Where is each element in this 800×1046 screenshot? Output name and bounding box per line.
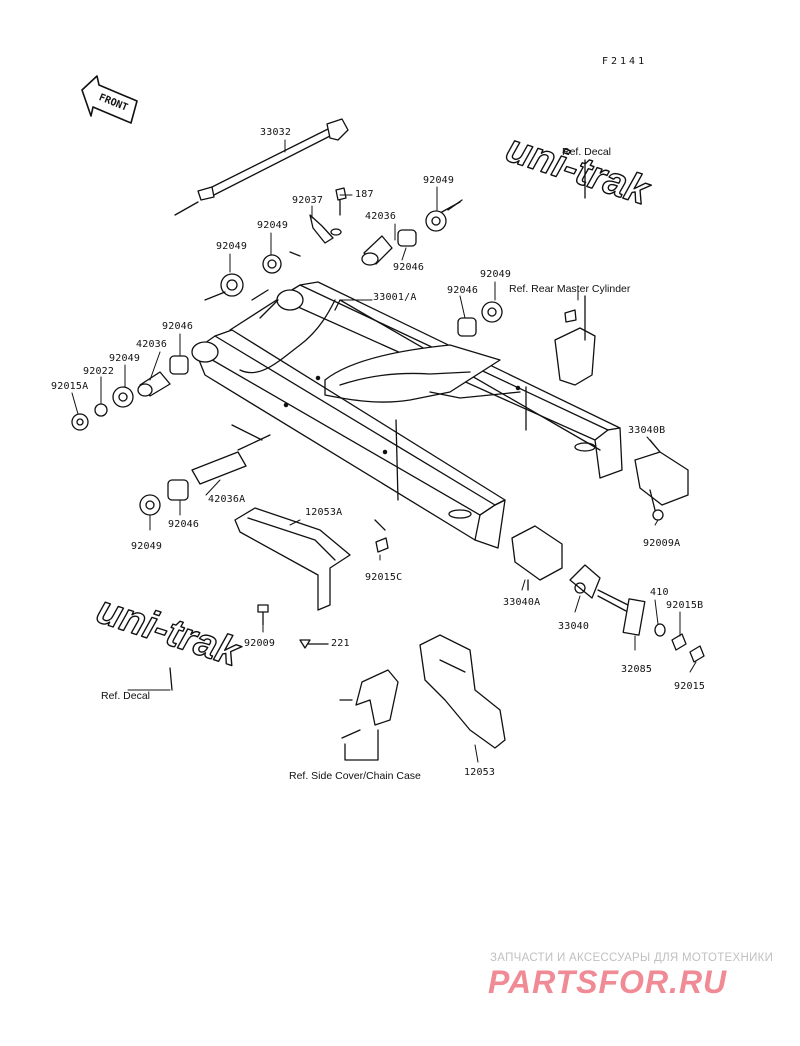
part-label-92049-d[interactable]: 92049 <box>480 269 512 280</box>
part-label-92015B[interactable]: 92015B <box>666 600 704 611</box>
ref-side-cover-chain-case: Ref. Side Cover/Chain Case <box>289 770 421 782</box>
chain-guide-12053A <box>234 507 389 611</box>
part-label-92049-f[interactable]: 92049 <box>131 541 163 552</box>
part-label-42036-b[interactable]: 42036 <box>136 339 168 350</box>
watermark-logo: PARTSFOR.RU <box>488 964 728 1000</box>
part-label-92049-a[interactable]: 92049 <box>423 175 455 186</box>
uni-trak-decal-bottom: uni-trak <box>91 587 247 691</box>
master-cylinder-bracket <box>554 295 596 386</box>
figure-id: F2141 <box>602 56 648 67</box>
pivot-shaft-33032 <box>174 118 461 216</box>
uni-trak-decal-top: uni-trak <box>500 125 656 214</box>
part-label-92046-a[interactable]: 92046 <box>393 262 425 273</box>
part-label-33040A[interactable]: 33040A <box>503 597 541 608</box>
part-label-92015[interactable]: 92015 <box>674 681 706 692</box>
front-arrow-icon: FRONT <box>81 75 138 124</box>
svg-text:uni-trak: uni-trak <box>501 126 656 214</box>
part-label-92049-c[interactable]: 92049 <box>216 241 248 252</box>
part-label-92009[interactable]: 92009 <box>244 638 276 649</box>
svg-text:uni-trak: uni-trak <box>92 588 247 676</box>
swingarm-body <box>191 281 623 549</box>
part-label-92046-c[interactable]: 92046 <box>162 321 194 332</box>
part-label-33040B[interactable]: 33040B <box>628 425 666 436</box>
part-label-92037[interactable]: 92037 <box>292 195 324 206</box>
part-label-32085[interactable]: 32085 <box>621 664 653 675</box>
chain-adjuster-33040B <box>634 439 689 521</box>
adjuster-bolt-33040 <box>569 564 705 663</box>
chain-case-12053 <box>419 634 506 749</box>
part-label-92046-d[interactable]: 92046 <box>168 519 200 530</box>
part-label-12053A[interactable]: 12053A <box>305 507 343 518</box>
part-label-33001A[interactable]: 33001/A <box>373 292 417 303</box>
part-label-12053[interactable]: 12053 <box>464 767 496 778</box>
part-label-410[interactable]: 410 <box>650 587 669 598</box>
left-bushings <box>71 355 271 516</box>
part-label-92015C[interactable]: 92015C <box>365 572 403 583</box>
watermark-tagline: ЗАПЧАСТИ И АКСЕССУАРЫ ДЛЯ МОТОТЕХНИКИ <box>490 952 774 964</box>
part-label-33032[interactable]: 33032 <box>260 127 292 138</box>
bolts-92009-221 <box>257 604 329 649</box>
leader-lines <box>71 139 697 763</box>
part-label-92049-e[interactable]: 92049 <box>109 353 141 364</box>
ref-decal-top: Ref. Decal <box>562 146 612 158</box>
side-cover-bracket <box>339 669 399 761</box>
part-label-92022[interactable]: 92022 <box>83 366 115 377</box>
ref-rear-master-cylinder: Ref. Rear Master Cylinder <box>509 283 631 295</box>
part-label-33040[interactable]: 33040 <box>558 621 590 632</box>
part-label-92015A[interactable]: 92015A <box>51 381 89 392</box>
part-label-92046-b[interactable]: 92046 <box>447 285 479 296</box>
upper-bushings <box>204 187 503 337</box>
ref-decal-bottom: Ref. Decal <box>101 690 151 702</box>
chain-adjuster-33040A <box>511 525 563 591</box>
part-label-92049-b[interactable]: 92049 <box>257 220 289 231</box>
part-label-187[interactable]: 187 <box>355 189 374 200</box>
part-label-92009A[interactable]: 92009A <box>643 538 681 549</box>
part-label-221[interactable]: 221 <box>331 638 350 649</box>
part-label-42036A[interactable]: 42036A <box>208 494 246 505</box>
part-label-42036[interactable]: 42036 <box>365 211 397 222</box>
